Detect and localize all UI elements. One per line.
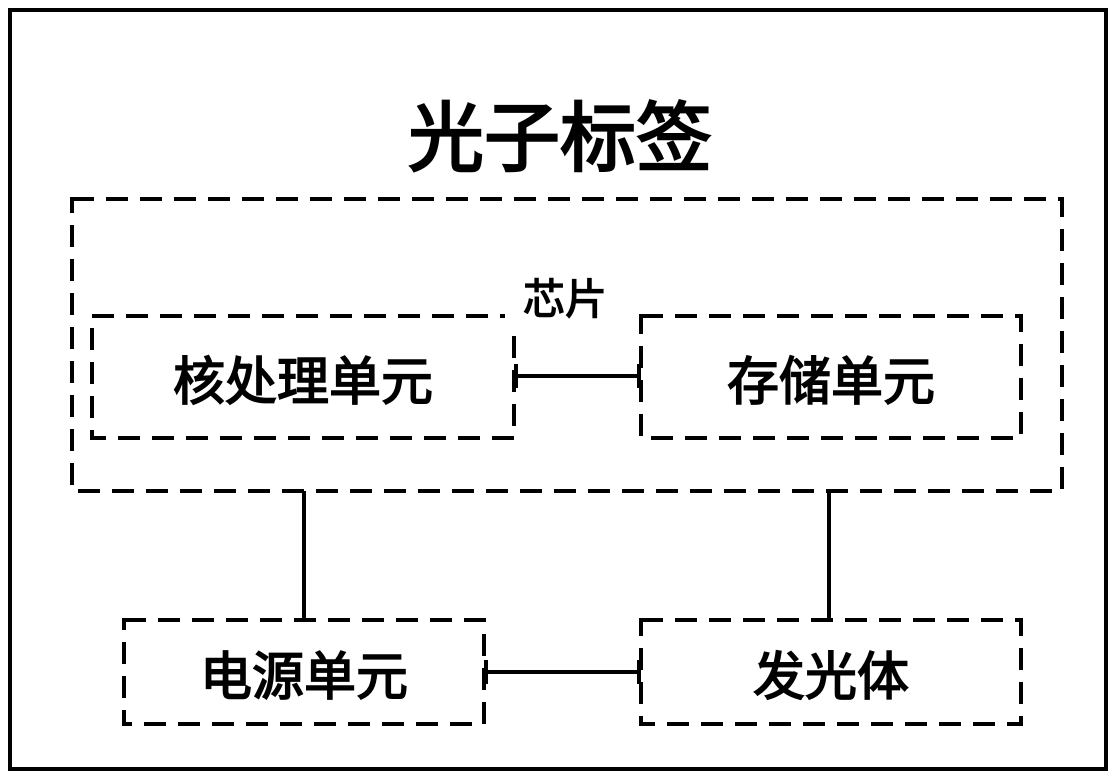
chip-label: 芯片	[505, 268, 625, 324]
storage-unit-label: 存储单元	[643, 340, 1019, 414]
diagram-title: 光子标签	[340, 82, 780, 182]
core-processing-unit-label: 核处理单元	[94, 340, 512, 414]
light-emitter-label: 发光体	[643, 636, 1019, 708]
power-unit-label: 电源单元	[126, 636, 482, 708]
